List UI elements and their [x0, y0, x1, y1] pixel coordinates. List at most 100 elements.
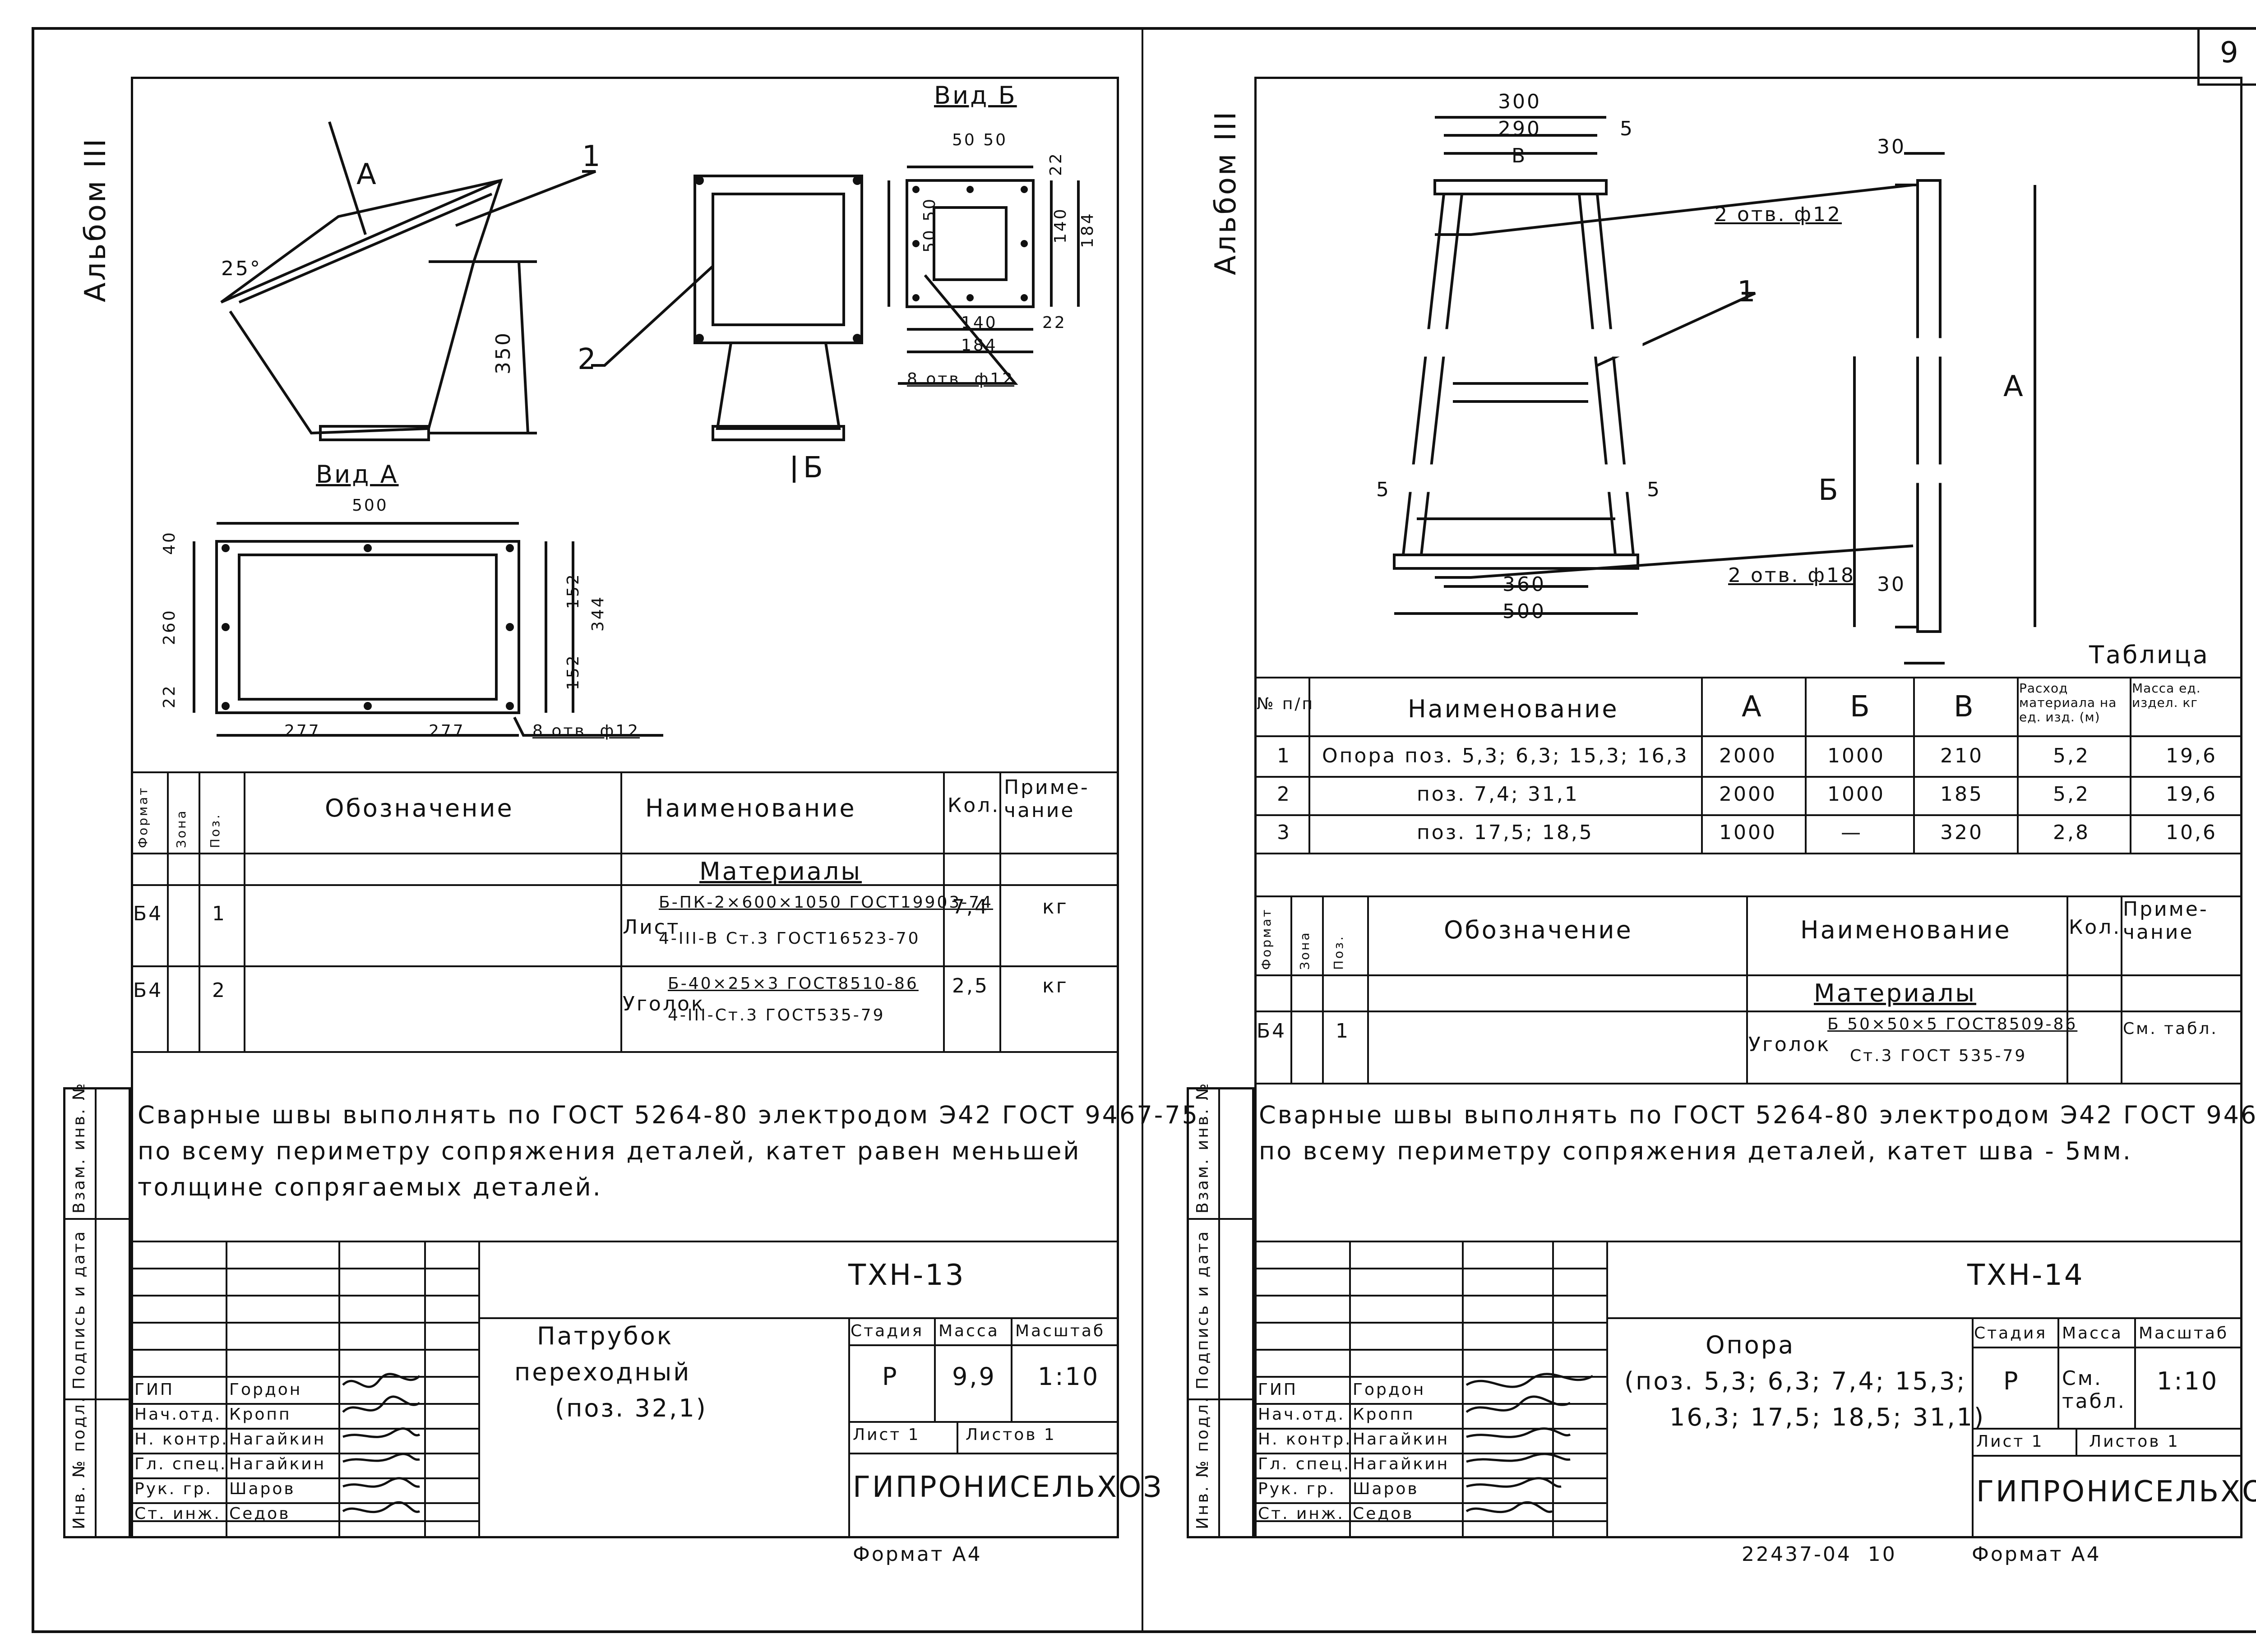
- row-name-bottom: 4-III-Ст.3 ГОСТ535-79: [668, 1006, 885, 1024]
- rule: [2121, 895, 2122, 1083]
- rule: [1254, 1011, 2242, 1012]
- dim: 5: [1376, 478, 1391, 501]
- table-cell: 320: [1940, 821, 1983, 844]
- dim: 500: [1502, 600, 1546, 623]
- dim: 184: [961, 336, 998, 355]
- header-format: Формат: [1259, 908, 1274, 970]
- mass: 9,9: [952, 1362, 996, 1391]
- dim: 22: [1047, 152, 1065, 176]
- role: Рук. гр.: [1258, 1480, 1336, 1498]
- format-label: Формат А4: [1972, 1543, 2101, 1566]
- rule: [957, 1421, 958, 1453]
- rule: [478, 1317, 1119, 1319]
- rule: [1701, 677, 1703, 853]
- side-label: Подпись и дата: [1193, 1229, 1212, 1389]
- table-cell: 1000: [1827, 783, 1885, 806]
- sheets-total: Листов 1: [966, 1426, 1056, 1444]
- table-cell: 2,8: [2053, 821, 2090, 844]
- right-side-stamp: [1187, 1087, 1254, 1538]
- col-header-scale: Масштаб: [1015, 1322, 1105, 1340]
- row-qty: 2,5: [952, 974, 989, 997]
- right-drawing: [1389, 116, 2036, 664]
- dim: 152: [564, 654, 582, 690]
- person: Седов: [229, 1504, 291, 1523]
- dim: 184: [1078, 212, 1097, 248]
- header-name: Наименование: [645, 794, 856, 822]
- weld-note-line: толщине сопрягаемых деталей.: [138, 1173, 602, 1201]
- rule: [848, 1317, 850, 1538]
- table-cell: 5,2: [2053, 744, 2090, 767]
- doc-code: ТХН-13: [848, 1259, 966, 1292]
- header-zone: Зона: [174, 809, 189, 848]
- dim: 277: [284, 722, 321, 740]
- col-header-stage: Стадия: [1974, 1324, 2048, 1343]
- rule: [1606, 1317, 2242, 1319]
- doc-code: ТХН-14: [1967, 1259, 2085, 1292]
- hole-label-top: 2 отв. ф12: [1715, 203, 1842, 226]
- rule: [1972, 1428, 2242, 1430]
- table-header: Расход материала на ед. изд. (м): [2019, 681, 2117, 724]
- rule: [131, 771, 1119, 773]
- header-format: Формат: [135, 786, 150, 848]
- col-header-mass: Масса: [2062, 1324, 2123, 1343]
- callout-2: 2: [578, 343, 598, 376]
- sheet-no: Лист 1: [853, 1426, 920, 1444]
- stamp-divider: [1187, 1218, 1254, 1220]
- table-cell: поз. 7,4; 31,1: [1417, 783, 1579, 806]
- dim: 5: [1620, 117, 1634, 140]
- person: Седов: [1353, 1504, 1414, 1523]
- page-divider: [1142, 27, 1143, 1633]
- left-side-stamp: [63, 1087, 131, 1538]
- row-name-bottom: Ст.3 ГОСТ 535-79: [1850, 1047, 2027, 1065]
- view-a-holes: 8 отв. ф12: [532, 722, 640, 740]
- callout-1-right: 1: [1737, 275, 1757, 309]
- organization: ГИПРОНИСЕЛЬХОЗ: [1976, 1475, 2256, 1509]
- signatures-left: [342, 1373, 421, 1513]
- dim: 50 50: [952, 131, 1008, 149]
- organization: ГИПРОНИСЕЛЬХОЗ: [853, 1471, 1164, 1504]
- rule: [2134, 1317, 2136, 1428]
- weld-note-line: Сварные швы выполнять по ГОСТ 5264-80 эл…: [138, 1101, 1199, 1129]
- rule: [338, 1241, 340, 1538]
- row-qty: 7,4: [952, 895, 989, 918]
- rule: [1254, 1502, 1606, 1504]
- rule: [1972, 1455, 2242, 1457]
- view-b-marker: Б: [803, 451, 825, 485]
- dim: 5: [1647, 478, 1661, 501]
- role: ГИП: [134, 1380, 174, 1399]
- rule: [226, 1241, 227, 1538]
- rule: [478, 1241, 480, 1538]
- dim-a: А: [2003, 370, 2025, 403]
- rule: [2057, 1317, 2059, 1428]
- dim: 360: [1502, 573, 1546, 596]
- row-note: кг: [1042, 895, 1068, 918]
- rule: [131, 853, 1119, 854]
- dim-b: Б: [1818, 474, 1840, 507]
- weld-note-line: по всему периметру сопряжения деталей, к…: [1259, 1137, 2132, 1165]
- rule: [1254, 1241, 2242, 1242]
- hole-label-bottom: 2 отв. ф18: [1728, 564, 1856, 587]
- outer-frame: [32, 27, 2256, 1633]
- rule: [848, 1453, 1119, 1454]
- person: Гордон: [1353, 1380, 1426, 1399]
- header-name: Наименование: [1800, 916, 2011, 944]
- row-pos: 2: [212, 979, 227, 1002]
- page-number-box: [2197, 27, 2256, 86]
- stamp-divider: [95, 1087, 97, 1538]
- left-drawing: [193, 121, 1080, 737]
- rule: [1805, 677, 1807, 853]
- role: Гл. спец.: [1258, 1455, 1351, 1473]
- rule: [2076, 1428, 2077, 1455]
- rule: [1254, 677, 2242, 678]
- rule: [1308, 677, 1310, 853]
- dim: 140: [961, 314, 998, 332]
- header-pos: Поз.: [1331, 935, 1346, 970]
- table-cell: 210: [1940, 744, 1983, 767]
- table-cell: 3: [1277, 821, 1291, 844]
- rule: [2130, 677, 2131, 853]
- header-pos: Поз.: [208, 813, 222, 848]
- person: Нагайкин: [1353, 1430, 1450, 1449]
- rule: [1254, 1295, 1606, 1297]
- rule: [934, 1317, 936, 1421]
- person: Гордон: [229, 1380, 302, 1399]
